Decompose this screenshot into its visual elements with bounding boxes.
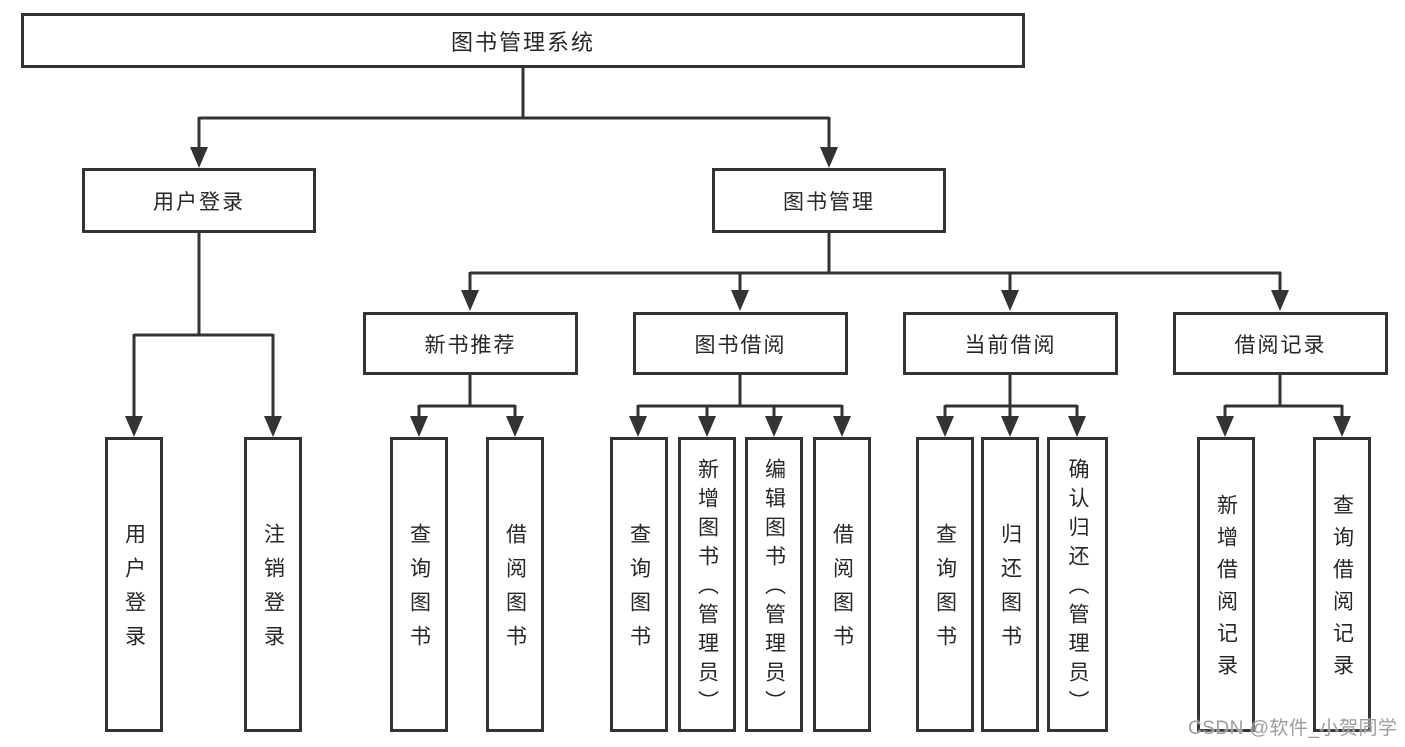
arrow-bb-1 xyxy=(629,416,647,437)
leaf-nb-borrow-books: 借阅图书 xyxy=(486,437,544,732)
leaf-bb-edit-books-admin: 编辑图书（管理员） xyxy=(745,437,803,732)
arrow-nb-1 xyxy=(410,416,428,437)
arrow-cb-1 xyxy=(936,416,954,437)
node-current-borrow: 当前借阅 xyxy=(903,312,1118,375)
leaf-bb-query-books: 查询图书 xyxy=(610,437,668,732)
leaf-bb-add-books-admin: 新增图书（管理员） xyxy=(678,437,736,732)
arrow-cb-3 xyxy=(1068,416,1086,437)
node-book-management: 图书管理 xyxy=(712,168,946,233)
leaf-br-add-record: 新增借阅记录 xyxy=(1197,437,1255,732)
leaf-cb-query-books: 查询图书 xyxy=(916,437,974,732)
arrow-nb-2 xyxy=(506,416,524,437)
arrow-br-2 xyxy=(1333,416,1351,437)
leaf-nb-query-books: 查询图书 xyxy=(390,437,448,732)
arrow-current-borrow xyxy=(1001,290,1019,311)
arrow-bb-3 xyxy=(765,416,783,437)
leaf-cb-confirm-return-admin: 确认归还（管理员） xyxy=(1047,437,1108,732)
root-node-library-system: 图书管理系统 xyxy=(21,13,1025,68)
leaf-cb-return-books: 归还图书 xyxy=(981,437,1039,732)
arrow-new-books xyxy=(461,290,479,311)
leaf-user-login: 用户登录 xyxy=(105,437,163,732)
csdn-watermark: CSDN @软件_小贺同学 xyxy=(1188,718,1398,739)
arrow-cb-2 xyxy=(1001,416,1019,437)
arrow-bb-4 xyxy=(833,416,851,437)
node-new-book-recommend: 新书推荐 xyxy=(363,312,578,375)
arrow-leaf-login xyxy=(125,416,143,437)
arrow-book-mgmt xyxy=(820,147,838,168)
node-book-borrow: 图书借阅 xyxy=(633,312,848,375)
leaf-logout: 注销登录 xyxy=(244,437,302,732)
arrow-bb-2 xyxy=(698,416,716,437)
leaf-br-query-record: 查询借阅记录 xyxy=(1313,437,1371,732)
arrow-leaf-logout xyxy=(264,416,282,437)
arrowheads xyxy=(125,147,1351,437)
node-user-login: 用户登录 xyxy=(82,168,316,233)
node-borrow-records: 借阅记录 xyxy=(1173,312,1388,375)
arrow-book-borrow xyxy=(731,290,749,311)
leaf-bb-borrow-books: 借阅图书 xyxy=(813,437,871,732)
arrow-br-1 xyxy=(1216,416,1234,437)
arrow-user-login xyxy=(190,147,208,168)
arrow-borrow-records xyxy=(1271,290,1289,311)
